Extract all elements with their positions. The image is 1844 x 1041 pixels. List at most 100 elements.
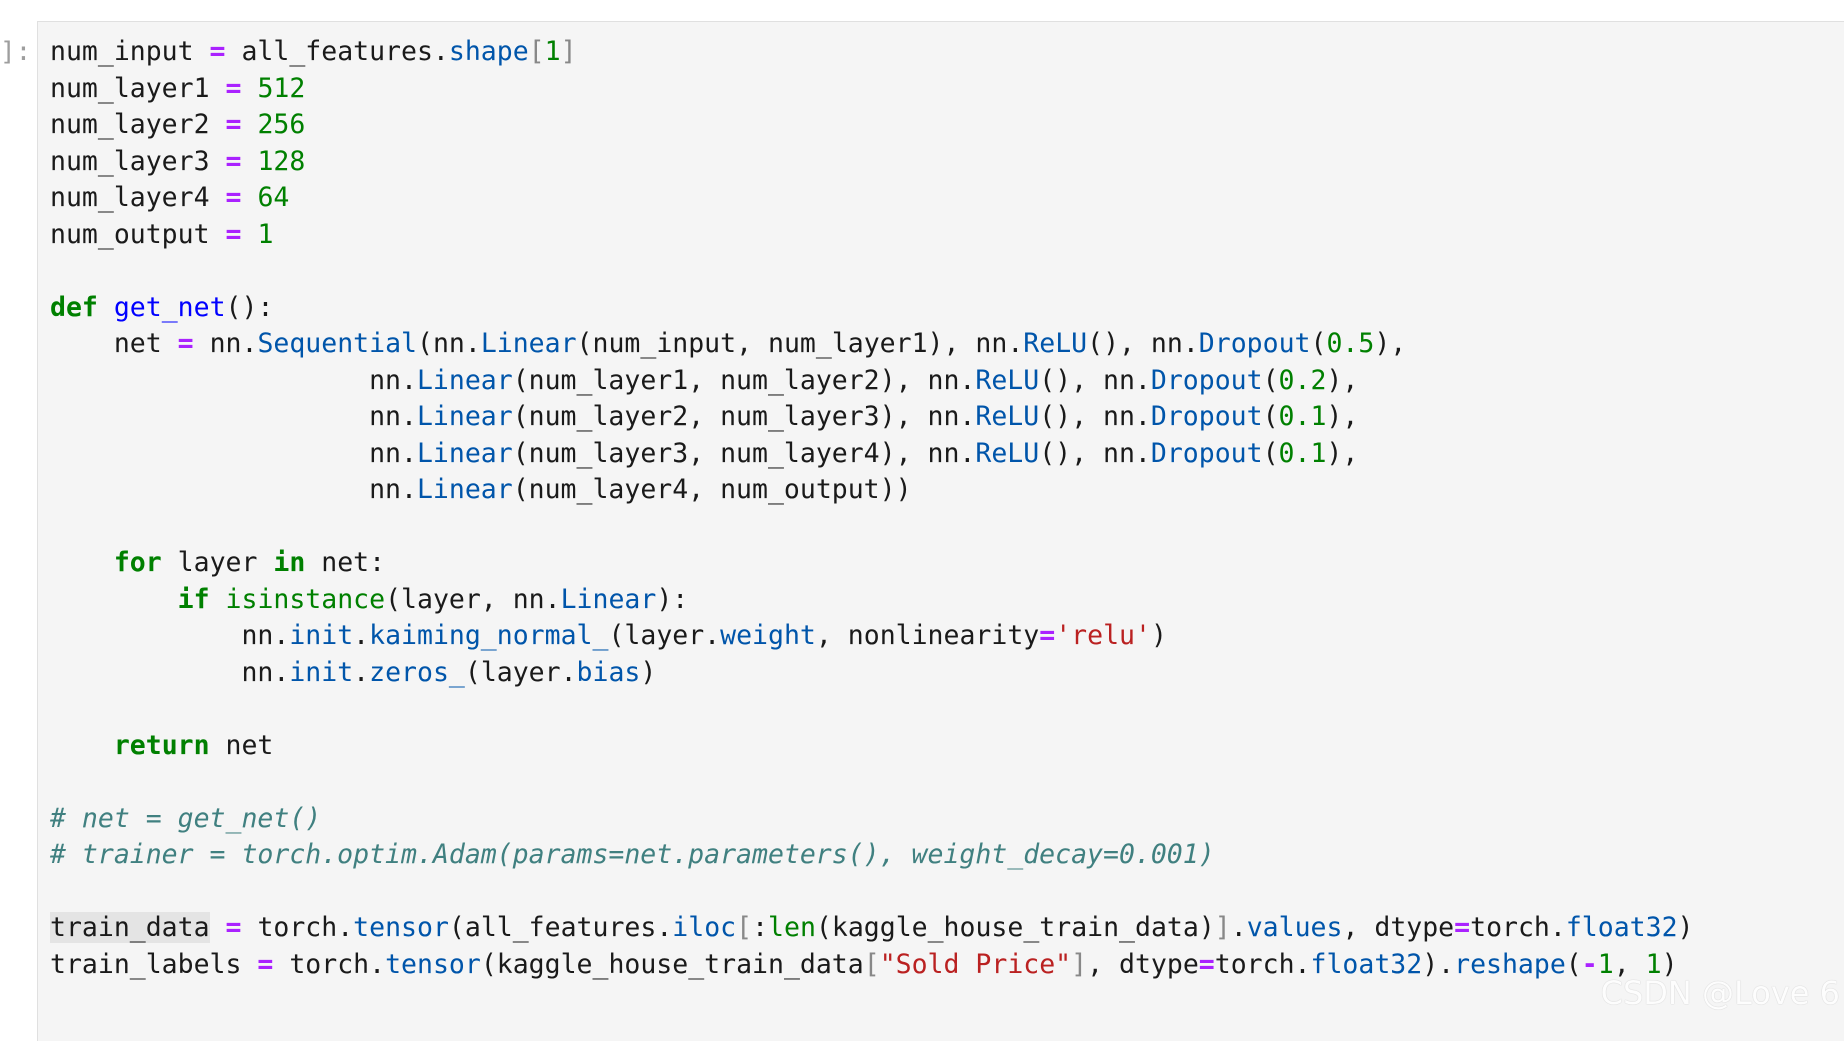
operator-token: =	[1039, 620, 1056, 651]
code-token: num_layer3	[50, 145, 226, 177]
code-line: num_layer2 = 256	[50, 107, 1694, 144]
attribute-token: Linear	[416, 401, 513, 432]
code-token	[210, 584, 226, 615]
function-name-token: get_net	[113, 291, 226, 323]
code-token: , dtype	[1342, 912, 1455, 943]
attribute-token: zeros_	[369, 656, 465, 688]
code-line	[50, 509, 1694, 546]
operator-token: =	[225, 109, 242, 140]
attribute-token: shape	[448, 36, 529, 67]
code-line: nn.Linear(num_layer4, num_output))	[50, 472, 1694, 509]
attribute-token: Dropout	[1150, 437, 1263, 469]
code-token	[241, 219, 257, 250]
code-line: nn.Linear(num_layer2, num_layer3), nn.Re…	[50, 399, 1694, 436]
code-token: (layer.	[464, 656, 577, 688]
code-line: num_layer3 = 128	[50, 144, 1694, 181]
code-line	[50, 691, 1694, 728]
code-line: net = nn.Sequential(nn.Linear(num_input,…	[50, 326, 1694, 363]
attribute-token: ReLU	[975, 364, 1040, 396]
operator-token: =	[1454, 912, 1471, 943]
code-token: (all_features.	[448, 912, 673, 943]
number-token: 0.1	[1278, 437, 1327, 469]
code-line: num_layer4 = 64	[50, 180, 1694, 217]
code-token	[50, 547, 114, 578]
code-token: .	[353, 656, 370, 688]
comment-token: # net = get_net()	[50, 802, 322, 834]
code-token: )	[640, 656, 657, 688]
comment-token: # trainer = torch.optim.Adam(params=net.…	[50, 839, 1215, 870]
operator-token: =	[225, 72, 242, 104]
code-token: all_features.	[225, 36, 449, 67]
code-cell[interactable]: num_input = all_features.shape[1] num_lay…	[37, 21, 1844, 1041]
keyword-token: in	[273, 547, 306, 578]
code-line	[50, 764, 1694, 801]
code-token: .	[1230, 912, 1247, 943]
attribute-token: Dropout	[1150, 401, 1263, 432]
code-line: num_input = all_features.shape[1]	[50, 34, 1694, 71]
number-token: 256	[257, 109, 306, 140]
bracket-token: ]	[560, 36, 577, 67]
code-line: nn.init.zeros_(layer.bias)	[50, 655, 1694, 692]
attribute-token: Sequential	[257, 328, 417, 359]
code-token: ),	[1326, 437, 1359, 469]
code-editor[interactable]: num_input = all_features.shape[1] num_lay…	[50, 34, 1694, 983]
code-token: (), nn.	[1039, 401, 1151, 432]
code-token: (num_layer1, num_layer2), nn.	[512, 364, 976, 396]
code-token: (kaggle_house_train_data)	[815, 912, 1215, 943]
operator-token: =	[257, 948, 274, 980]
code-token: (num_input, num_layer1), nn.	[576, 328, 1024, 359]
code-token: nn.	[50, 474, 417, 505]
attribute-token: float32	[1310, 948, 1423, 980]
attribute-token: ReLU	[975, 401, 1040, 432]
code-line: return net	[50, 728, 1694, 765]
code-token	[241, 73, 257, 104]
code-token: layer	[161, 547, 274, 578]
code-token: nn.	[50, 656, 290, 688]
code-token: )	[1150, 620, 1167, 651]
code-token: (kaggle_house_train_data	[480, 948, 864, 980]
attribute-token: float32	[1565, 912, 1678, 943]
code-token: :	[752, 912, 769, 943]
attribute-token: weight	[720, 620, 816, 651]
bracket-token: ]	[1214, 912, 1231, 943]
number-token: 1	[1645, 948, 1662, 980]
cell-prompt: ]:	[0, 37, 32, 67]
bracket-token: ]	[1071, 948, 1088, 980]
operator-token: =	[225, 182, 242, 213]
code-token: torch.	[273, 948, 386, 980]
code-token	[50, 730, 114, 761]
code-token: (	[1262, 437, 1279, 469]
watermark: CSDN @Love 6	[1600, 974, 1840, 1012]
builtin-token: len	[768, 912, 816, 943]
code-token: torch.	[1214, 948, 1311, 980]
code-token: (), nn.	[1087, 328, 1199, 359]
attribute-token: Linear	[416, 364, 513, 396]
code-line: def get_net():	[50, 290, 1694, 327]
code-token: , nonlinearity	[815, 620, 1040, 651]
operator-token: =	[225, 145, 242, 177]
code-token: nn.	[50, 437, 417, 469]
keyword-token: if	[177, 583, 210, 615]
code-token: (	[1310, 328, 1327, 359]
operator-token: =	[209, 36, 226, 67]
code-token: nn.	[50, 364, 417, 396]
operator-token: =	[1198, 948, 1215, 980]
number-token: 512	[257, 72, 306, 104]
code-token: net:	[305, 547, 386, 578]
attribute-token: init	[289, 656, 354, 688]
number-token: 0.2	[1278, 364, 1327, 396]
code-line	[50, 253, 1694, 290]
code-token: ():	[225, 291, 274, 323]
code-token: .	[353, 620, 370, 651]
code-token: ).	[1422, 948, 1455, 980]
code-token: nn.	[50, 620, 290, 651]
code-token: nn.	[193, 328, 258, 359]
code-token: net	[50, 328, 178, 359]
code-line: num_output = 1	[50, 217, 1694, 254]
code-line: if isinstance(layer, nn.Linear):	[50, 582, 1694, 619]
code-token: ),	[1374, 328, 1407, 359]
code-token	[241, 109, 257, 140]
code-token: (num_layer2, num_layer3), nn.	[512, 401, 976, 432]
builtin-token: isinstance	[225, 583, 386, 615]
code-token: ):	[656, 583, 689, 615]
